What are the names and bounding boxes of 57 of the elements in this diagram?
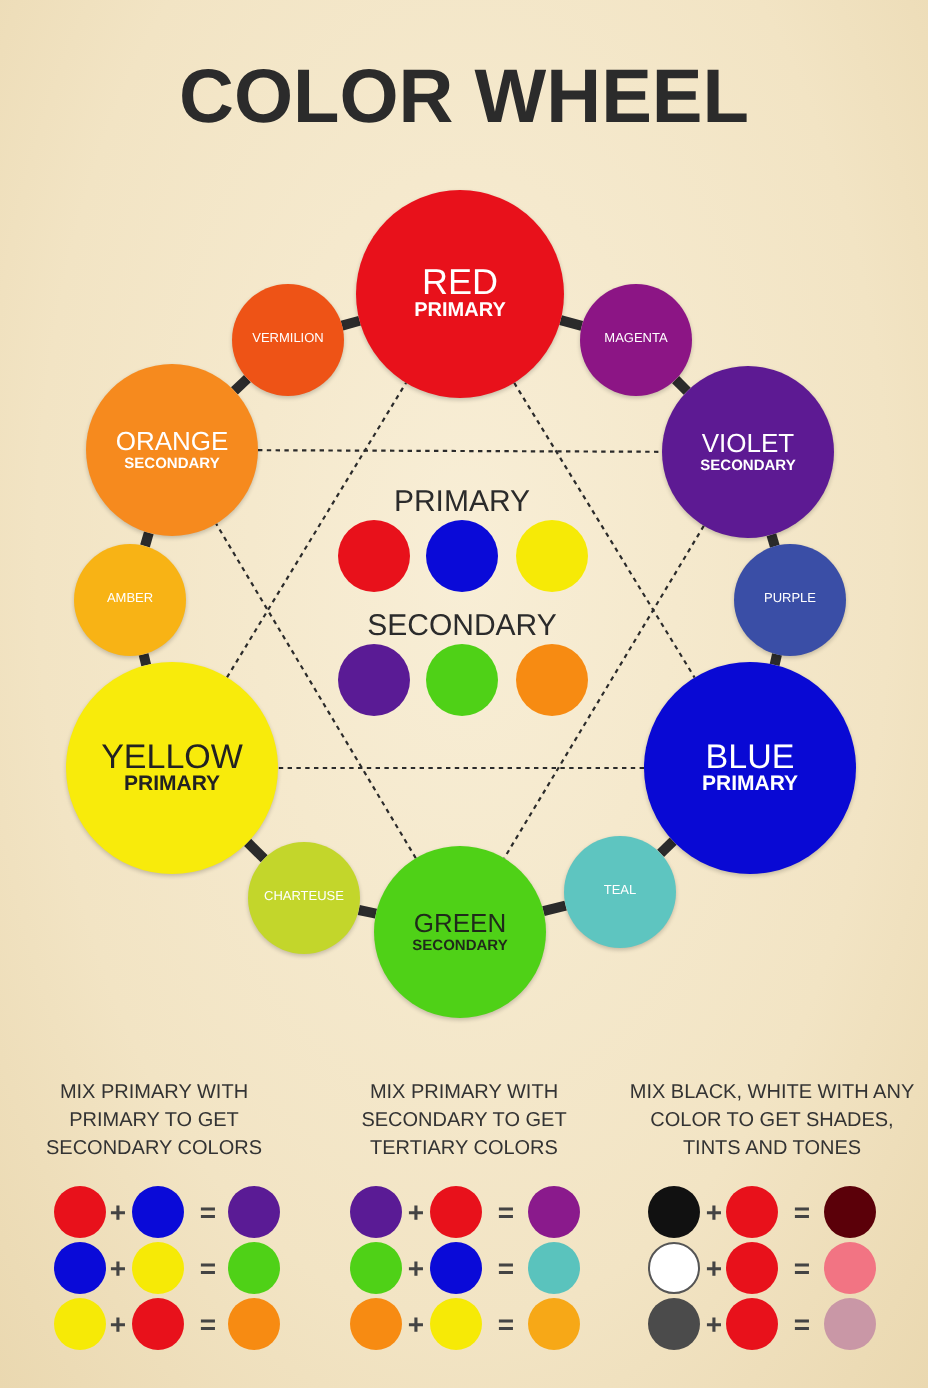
- plus-sign: +: [407, 1254, 425, 1282]
- connector-bar: [231, 374, 251, 395]
- equals-sign: =: [497, 1198, 515, 1226]
- dotted-line: [503, 525, 705, 859]
- connector-bar: [542, 900, 567, 917]
- connector-bar: [672, 376, 691, 395]
- section-heading: SECONDARY: [367, 611, 557, 641]
- title: COLOR WHEEL: [179, 60, 749, 136]
- equals-sign: =: [793, 1198, 811, 1226]
- connector-bar: [244, 838, 268, 863]
- connector-bar: [766, 533, 780, 548]
- hue-circle: [734, 544, 846, 656]
- hue-circle: [74, 544, 186, 656]
- dotted-line: [215, 523, 417, 859]
- dotted-line: [258, 449, 662, 453]
- hue-category: PRIMARY: [123, 774, 221, 797]
- section-heading: PRIMARY: [393, 487, 531, 517]
- equals-sign: =: [793, 1310, 811, 1338]
- plus-sign: +: [705, 1198, 723, 1226]
- hue-name: ORANGE: [115, 428, 229, 456]
- equals-sign: =: [793, 1254, 811, 1282]
- hue-category: PRIMARY: [701, 774, 799, 797]
- connector-bar: [657, 837, 677, 857]
- hue-name: YELLOW: [101, 739, 243, 775]
- connector-bar: [138, 653, 152, 667]
- connector-bar: [140, 531, 154, 548]
- plus-sign: +: [705, 1310, 723, 1338]
- dotted-line: [278, 766, 644, 770]
- connector-bar: [357, 905, 378, 919]
- plus-sign: +: [109, 1310, 127, 1338]
- hue-name: RED: [421, 264, 498, 303]
- equals-sign: =: [199, 1310, 217, 1338]
- equals-sign: =: [199, 1198, 217, 1226]
- hue-name: GREEN: [413, 910, 507, 938]
- dotted-line: [226, 382, 407, 678]
- plus-sign: +: [109, 1198, 127, 1226]
- instruction-text: MIX PRIMARY WITH SECONDARY TO GET TERTIARY COLORS: [359, 1080, 569, 1164]
- plus-sign: +: [109, 1254, 127, 1282]
- hue-name: VIOLET: [701, 430, 795, 458]
- hue-circle: [580, 284, 692, 396]
- plus-sign: +: [705, 1254, 723, 1282]
- equals-sign: =: [199, 1254, 217, 1282]
- instruction-text: MIX BLACK, WHITE WITH ANY COLOR TO GET SHADES, TINTS AND TONES: [627, 1080, 917, 1164]
- plus-sign: +: [407, 1310, 425, 1338]
- hue-name: BLUE: [705, 739, 795, 775]
- equals-sign: =: [497, 1310, 515, 1338]
- hue-circle: [232, 284, 344, 396]
- hue-circle: [248, 842, 360, 954]
- instruction-text: MIX PRIMARY WITH PRIMARY TO GET SECONDARY COLORS: [44, 1080, 264, 1164]
- equals-sign: =: [497, 1254, 515, 1282]
- connector-bar: [769, 653, 782, 666]
- plus-sign: +: [407, 1198, 425, 1226]
- connector-bar: [559, 315, 584, 331]
- connector-bar: [340, 315, 361, 331]
- hue-circle: [564, 836, 676, 948]
- hue-category: PRIMARY: [414, 302, 506, 324]
- dotted-line: [513, 382, 696, 679]
